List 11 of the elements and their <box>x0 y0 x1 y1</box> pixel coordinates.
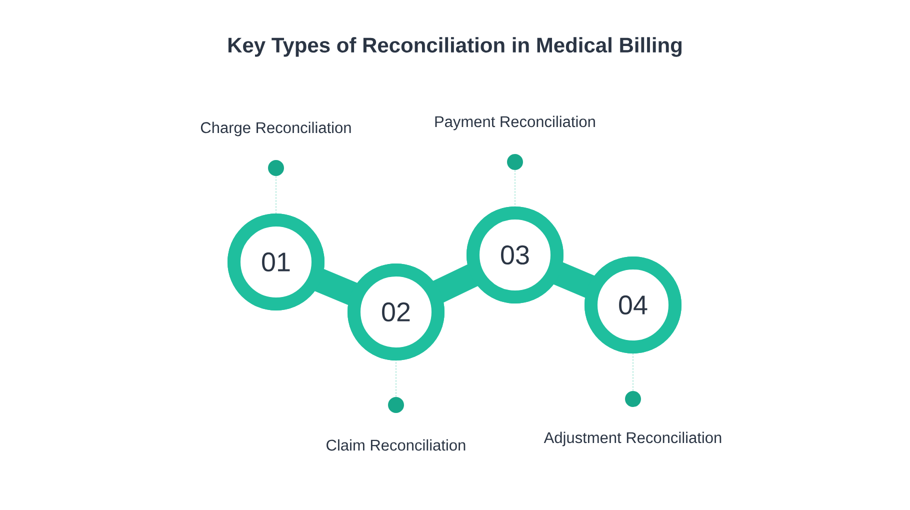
dot-marker <box>388 397 404 413</box>
step-label: Adjustment Reconciliation <box>544 432 722 446</box>
dot-marker <box>625 391 641 407</box>
dot-marker <box>507 154 523 170</box>
leader-line <box>514 170 516 207</box>
title: Key Types of Reconciliation in Medical Billing <box>228 37 682 57</box>
step-label: Claim Reconciliation <box>326 439 466 451</box>
step-label: Charge Reconciliation <box>200 122 351 136</box>
leader-line <box>632 353 634 392</box>
dot-marker <box>268 160 284 176</box>
step-label: Payment Reconciliation <box>435 116 595 130</box>
